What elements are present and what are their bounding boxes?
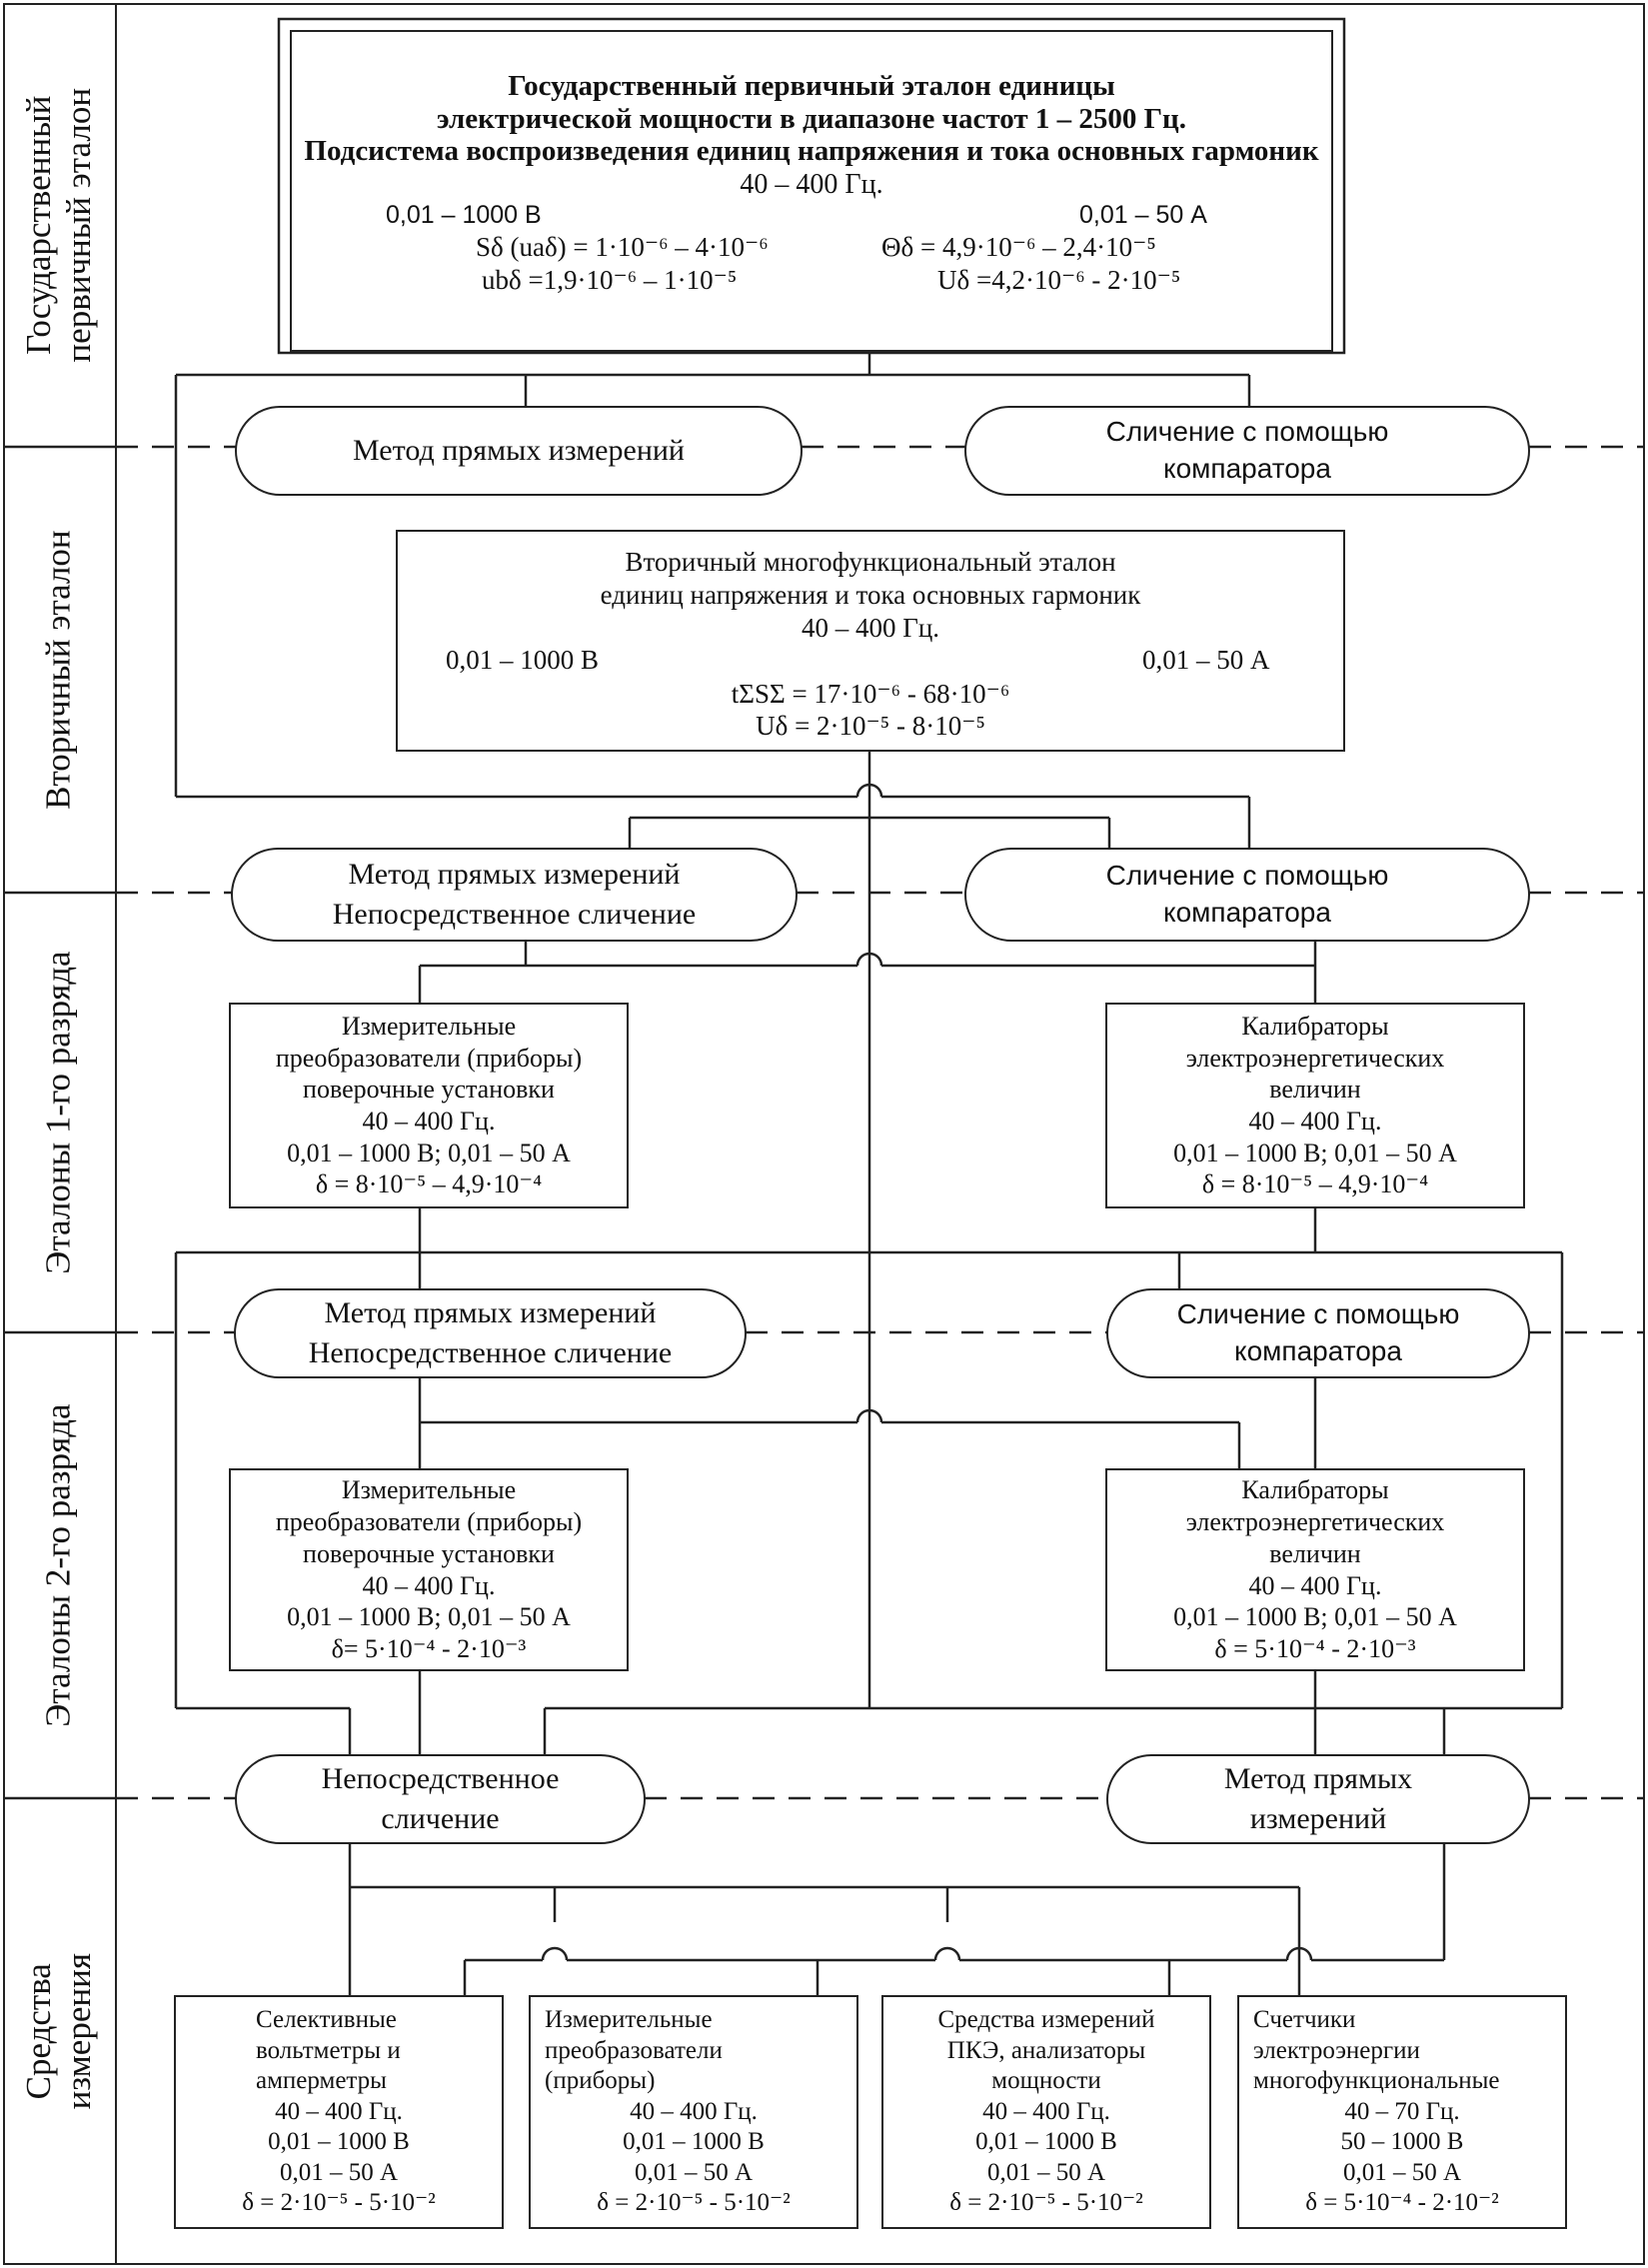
primary-range-v: 0,01 – 1000 В	[386, 201, 542, 229]
primary-freq: 40 – 400 Гц.	[740, 169, 883, 200]
secondary-freq: 40 – 400 Гц.	[801, 613, 940, 643]
secondary-t-label: tΣSΣ = 17·10⁻⁶ - 68·10⁻⁶	[731, 679, 1010, 709]
primary-U-label: Uδ =4,2·10⁻⁶ - 2·10⁻⁵	[937, 265, 1181, 295]
primary-standard-box: Государственный первичный эталон единицы…	[290, 30, 1333, 352]
band-label-rank1: Эталоны 1-го разряда	[38, 951, 78, 1274]
primary-title-1: Государственный первичный эталон единицы	[508, 70, 1115, 102]
pill-direct-method-1: Метод прямых измерений	[235, 406, 803, 496]
means-energy-meters-box: Счетчики электроэнергии многофункциональ…	[1237, 1995, 1567, 2229]
secondary-title-2: единиц напряжения и тока основных гармон…	[600, 580, 1141, 610]
band-label-rank2: Эталоны 2-го разряда	[38, 1403, 78, 1727]
primary-range-a: 0,01 – 50 А	[1079, 201, 1207, 229]
primary-s-label: Sδ (uaδ) = 1·10⁻⁶ – 4·10⁻⁶	[476, 232, 769, 262]
means-selective-meters-box: Селективные вольтметры и амперметры 40 –…	[174, 1995, 504, 2229]
band-label-secondary: Вторичный эталон	[38, 530, 78, 810]
secondary-range-v: 0,01 – 1000 В	[446, 645, 600, 675]
primary-frame	[277, 17, 1346, 355]
primary-u-label: ubδ =1,9·10⁻⁶ – 1·10⁻⁵	[482, 265, 738, 295]
secondary-title-1: Вторичный многофункциональный эталон	[625, 547, 1116, 577]
secondary-u-label: Uδ = 2·10⁻⁵ - 8·10⁻⁵	[756, 711, 985, 741]
primary-title-3: Подсистема воспроизведения единиц напряж…	[304, 135, 1319, 167]
outer-frame	[3, 3, 1645, 2265]
secondary-range-a: 0,01 – 50 А	[1142, 645, 1270, 675]
secondary-standard-box: Вторичный многофункциональный эталон еди…	[396, 530, 1345, 752]
primary-theta-label: Θδ = 4,9·10⁻⁶ – 2,4·10⁻⁵	[881, 232, 1156, 262]
means-transducers-box: Измерительные преобразователи (приборы) …	[529, 1995, 858, 2229]
primary-title-2: электрической мощности в диапазоне часто…	[437, 103, 1186, 135]
